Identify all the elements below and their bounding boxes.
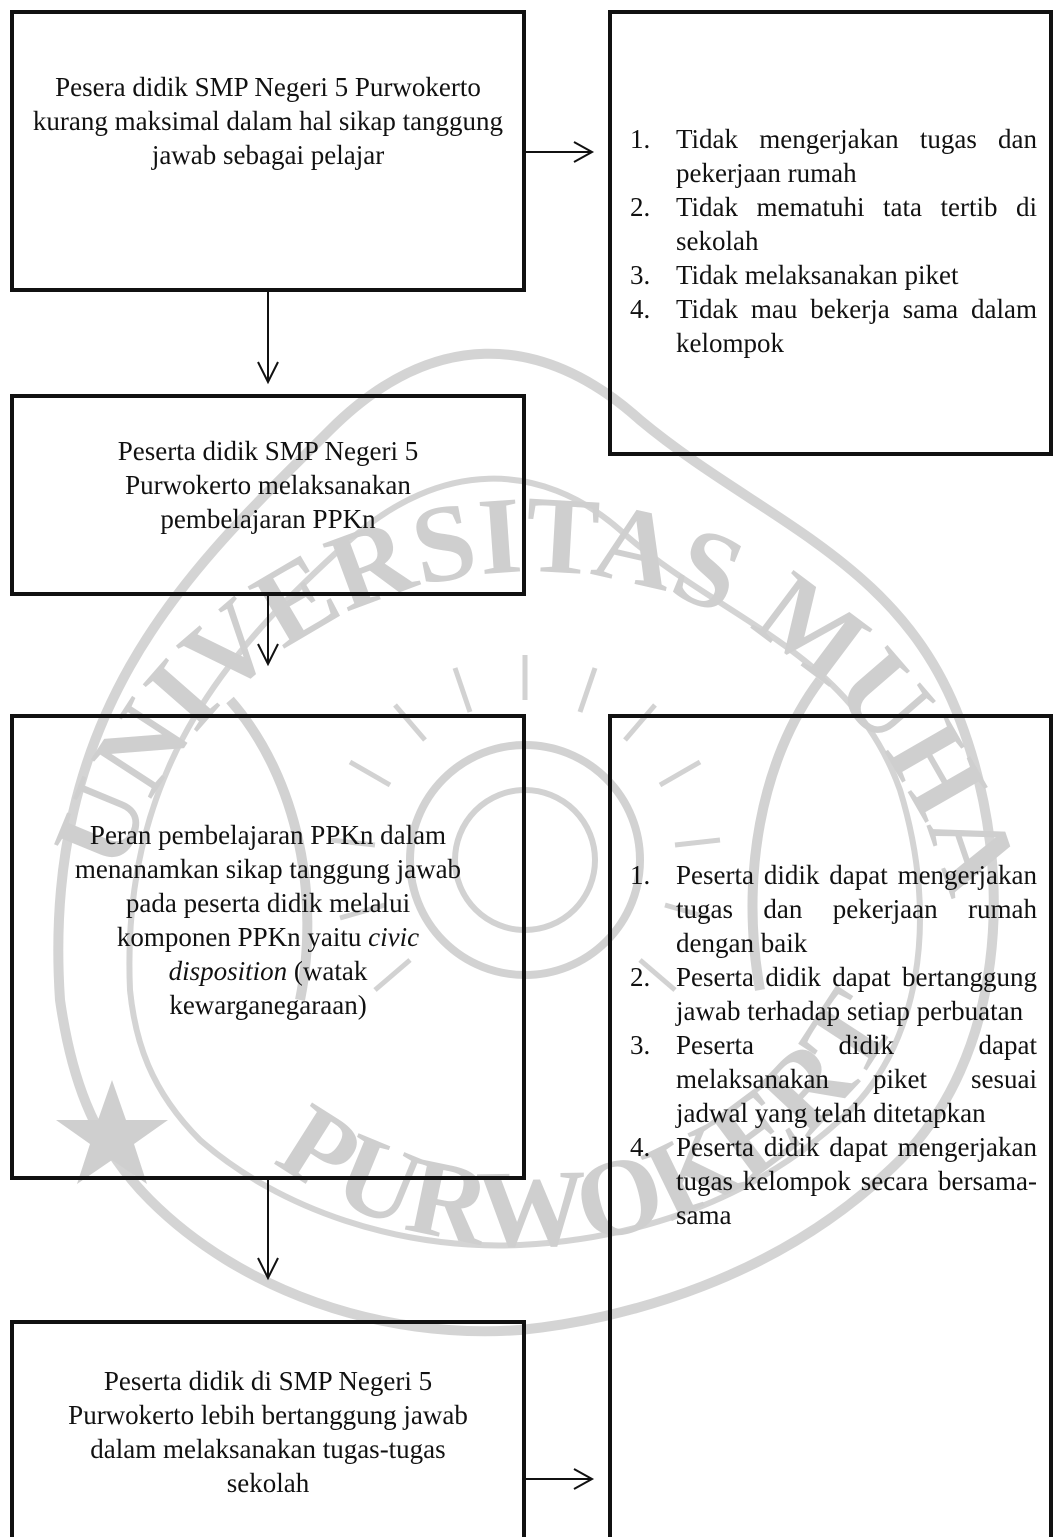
list-item: 4. Peserta didik dapat mengerjakan tugas …: [630, 1130, 1037, 1232]
list-item-text: Tidak melaksanakan piket: [676, 260, 959, 290]
role-line: pada peserta didik melalui: [125, 888, 411, 918]
role-line: Peran pembelajaran PPKn dalam: [89, 820, 447, 850]
list-item: 4. Tidak mau bekerja sama dalam kelompok: [630, 292, 1037, 360]
list-item-number: 3.: [630, 260, 651, 290]
list-item: 1. Peserta didik dapat mengerjakan tugas …: [630, 858, 1037, 960]
role-line: menanamkan sikap tanggung jawab: [74, 854, 462, 884]
list-item-text: Peserta didik dapat melaksanakan piket s…: [676, 1030, 1037, 1128]
list-item-number: 1.: [630, 124, 651, 154]
list-item-text: Tidak mengerjakan tugas dan pekerjaan ru…: [676, 124, 1037, 188]
list-item-text: Tidak mau bekerja sama dalam kelompok: [676, 294, 1037, 358]
list-item-number: 2.: [630, 192, 651, 222]
problem-box: Pesera didik SMP Negeri 5 Purwokerto kur…: [10, 10, 526, 292]
problem-text: Pesera didik SMP Negeri 5 Purwokerto kur…: [32, 72, 504, 170]
role-line: komponen PPKn yaitu civic: [20, 920, 516, 954]
list-item-text: Peserta didik dapat bertanggung jawab te…: [676, 962, 1037, 1026]
list-item: 2. Peserta didik dapat bertanggung jawab …: [630, 960, 1037, 1028]
list-item-text: Peserta didik dapat mengerjakan tugas da…: [676, 860, 1037, 958]
learning-box: Peserta didik SMP Negeri 5 Purwokerto me…: [10, 394, 526, 596]
list-item-text: Tidak mematuhi tata tertib di sekolah: [676, 192, 1037, 256]
role-line: disposition (watak: [20, 954, 516, 988]
list-item-number: 4.: [630, 294, 651, 324]
role-box: Peran pembelajaran PPKn dalam menanamkan…: [10, 714, 526, 1180]
list-item: 3. Tidak melaksanakan piket: [630, 258, 1037, 292]
role-text-normal: (watak: [287, 956, 368, 986]
list-item: 2. Tidak mematuhi tata tertib di sekolah: [630, 190, 1037, 258]
list-item-number: 1.: [630, 860, 651, 890]
role-line: kewarganegaraan): [169, 990, 367, 1020]
outcomes-list: 1. Peserta didik dapat mengerjakan tugas …: [630, 858, 1037, 1232]
indicators-box: 1. Tidak mengerjakan tugas dan pekerjaan …: [608, 10, 1053, 456]
list-item: 1. Tidak mengerjakan tugas dan pekerjaan …: [630, 122, 1037, 190]
role-text-normal: komponen PPKn yaitu: [116, 922, 369, 952]
indicators-list: 1. Tidak mengerjakan tugas dan pekerjaan …: [630, 122, 1037, 360]
role-text: Peran pembelajaran PPKn dalam menanamkan…: [14, 818, 522, 1022]
list-item-number: 4.: [630, 1132, 651, 1162]
role-text-italic: disposition: [168, 956, 288, 986]
list-item-number: 2.: [630, 962, 651, 992]
result-box: Peserta didik di SMP Negeri 5 Purwokerto…: [10, 1320, 526, 1537]
result-text: Peserta didik di SMP Negeri 5 Purwokerto…: [68, 1366, 468, 1498]
role-text-italic: civic: [368, 922, 420, 952]
outcomes-box: 1. Peserta didik dapat mengerjakan tugas …: [608, 714, 1053, 1537]
learning-text: Peserta didik SMP Negeri 5 Purwokerto me…: [117, 436, 419, 534]
list-item-number: 3.: [630, 1030, 651, 1060]
list-item-text: Peserta didik dapat mengerjakan tugas ke…: [676, 1132, 1037, 1230]
list-item: 3. Peserta didik dapat melaksanakan piket…: [630, 1028, 1037, 1130]
